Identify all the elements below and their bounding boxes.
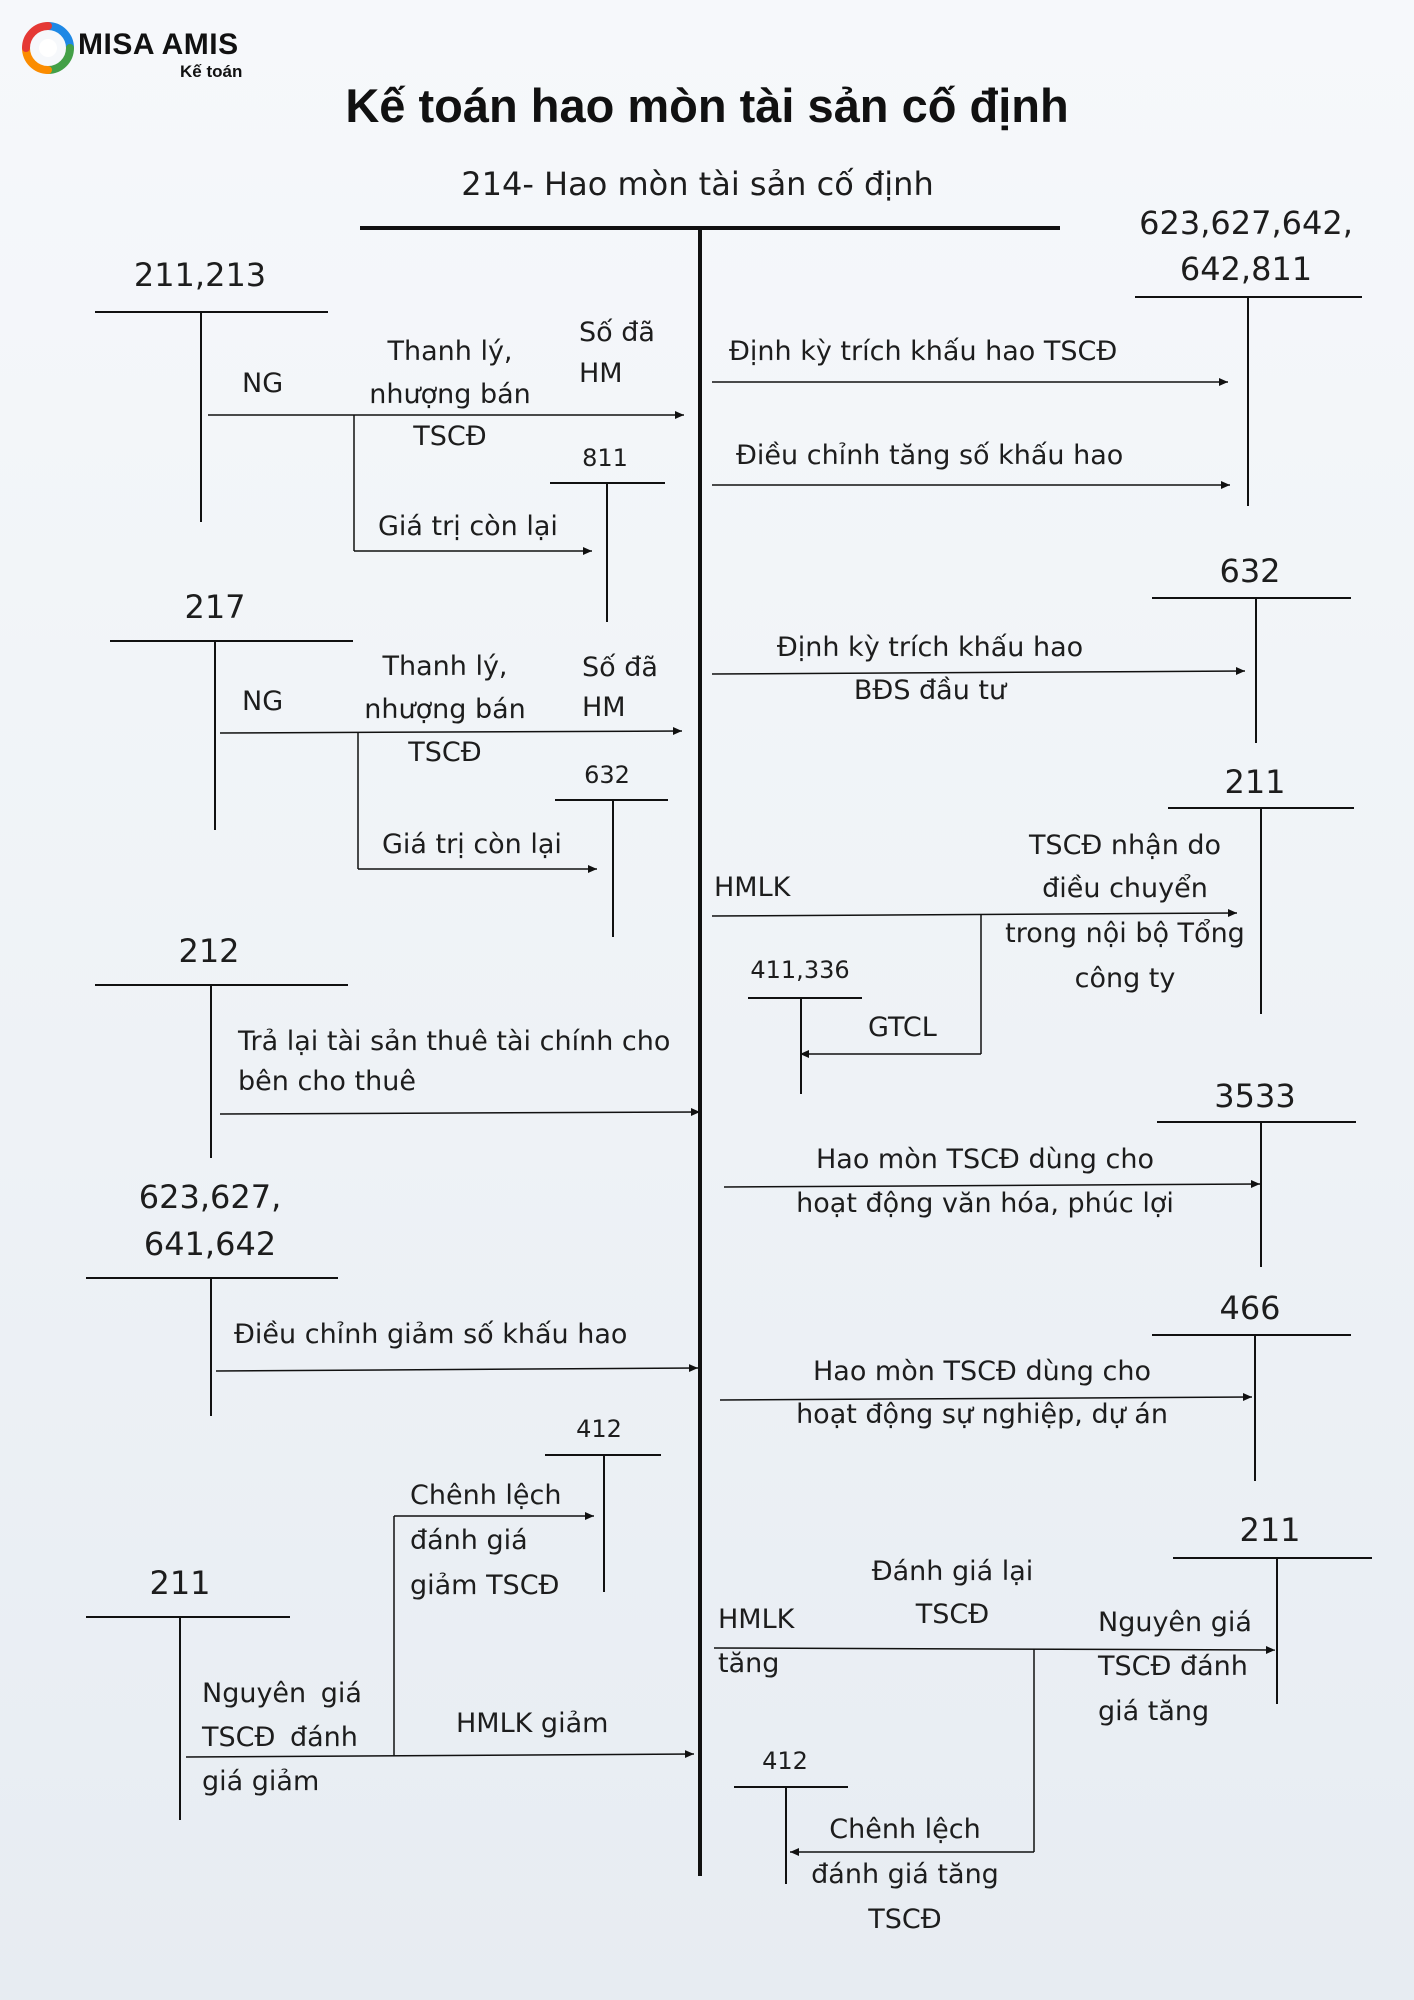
label-hmlk: HMLK bbox=[714, 872, 791, 903]
account-211-bottom-label: 211 bbox=[1239, 1511, 1301, 1549]
brand-logo: MISA AMIS Kế toán bbox=[22, 22, 282, 92]
brand-sub: Kế toán bbox=[180, 62, 243, 81]
arrow-hao-mon-su-nghiep bbox=[719, 1393, 1253, 1402]
arrow-hmlk bbox=[711, 909, 1238, 918]
label-hmlk-tang-line1: HMLK bbox=[718, 1604, 795, 1635]
label-hmlk-giam: HMLK giảm bbox=[456, 1708, 609, 1739]
account-3533-label: 3533 bbox=[1214, 1077, 1296, 1115]
label-hao-mon-su-nghiep-line1: Hao mòn TSCĐ dùng cho bbox=[812, 1356, 1151, 1387]
account-632-right-label: 632 bbox=[1219, 552, 1281, 590]
account-623-641-label-line1: 623,627, bbox=[138, 1178, 282, 1216]
label-nguyen-gia-tang-line3: giá tăng bbox=[1098, 1696, 1210, 1727]
label-nguyen-gia-giam-line1: Nguyên giá bbox=[202, 1678, 362, 1709]
account-212-label: 212 bbox=[178, 932, 240, 970]
label-thanh-ly-1-line2: nhượng bán bbox=[369, 379, 531, 410]
arrow-hao-mon-van-hoa bbox=[723, 1180, 1261, 1189]
label-danh-gia-lai-line2: TSCĐ bbox=[915, 1599, 990, 1630]
account-811-label: 811 bbox=[582, 444, 628, 472]
account-211-right-label: 211 bbox=[1224, 763, 1286, 801]
account-217-label: 217 bbox=[184, 588, 246, 626]
label-tscd-nhan-line4: công ty bbox=[1074, 963, 1176, 994]
label-so-da-hm-1-line1: Số đã bbox=[579, 317, 655, 348]
label-danh-gia-lai-line1: Đánh giá lại bbox=[871, 1556, 1034, 1587]
label-ng-2: NG bbox=[242, 686, 284, 717]
arrow-hmlk-tang bbox=[713, 1645, 1276, 1654]
label-tra-lai-line1: Trả lại tài sản thuê tài chính cho bbox=[238, 1026, 671, 1057]
label-nguyen-gia-giam-line2: TSCĐ đánh bbox=[202, 1722, 358, 1753]
label-hmlk-tang-line2: tăng bbox=[718, 1648, 780, 1679]
account-412-top-label: 412 bbox=[576, 1415, 622, 1443]
account-411-336-label: 411,336 bbox=[750, 956, 850, 984]
label-dinh-ky-bds-line2: BĐS đầu tư bbox=[853, 675, 1007, 706]
account-466-label: 466 bbox=[1219, 1289, 1281, 1327]
label-dieu-chinh-giam: Điều chỉnh giảm số khấu hao bbox=[234, 1319, 628, 1350]
misa-logo-icon bbox=[22, 22, 74, 74]
label-nguyen-gia-tang-line1: Nguyên giá bbox=[1098, 1607, 1252, 1638]
label-ng-1: NG bbox=[242, 368, 284, 399]
main-account-label: 214- Hao mòn tài sản cố định bbox=[461, 165, 934, 203]
arrow-tra-lai bbox=[219, 1108, 701, 1117]
label-hao-mon-van-hoa-line2: hoạt động văn hóa, phúc lợi bbox=[796, 1188, 1174, 1219]
label-chenh-lech-giam-line3: giảm TSCĐ bbox=[410, 1570, 560, 1601]
label-chenh-lech-giam-line2: đánh giá bbox=[410, 1525, 528, 1556]
label-tscd-nhan-line2: điều chuyển bbox=[1042, 873, 1208, 904]
arrow-ng-2 bbox=[219, 727, 683, 736]
account-211-213-label: 211,213 bbox=[133, 256, 267, 294]
arrow-dieu-chinh-giam bbox=[215, 1364, 699, 1373]
label-nguyen-gia-tang-line2: TSCĐ đánh bbox=[1098, 1651, 1248, 1682]
arrow-hmlk-giam bbox=[185, 1750, 695, 1759]
label-dieu-chinh-tang: Điều chỉnh tăng số khấu hao bbox=[736, 440, 1124, 471]
label-thanh-ly-2-line3: TSCĐ bbox=[408, 737, 482, 768]
account-623-811-label-line1: 623,627,642, bbox=[1139, 204, 1353, 242]
label-thanh-ly-2-line2: nhượng bán bbox=[364, 694, 526, 725]
label-thanh-ly-1-line3: TSCĐ bbox=[413, 421, 487, 452]
page-title: Kế toán hao mòn tài sản cố định bbox=[345, 79, 1069, 132]
label-tscd-nhan-line3: trong nội bộ Tổng bbox=[1005, 918, 1245, 949]
label-gtcl-1: Giá trị còn lại bbox=[378, 511, 558, 542]
label-chenh-lech-tang-line2: đánh giá tăng bbox=[811, 1859, 999, 1890]
account-412-bottom-label: 412 bbox=[762, 1747, 808, 1775]
label-chenh-lech-giam-line1: Chênh lệch bbox=[410, 1480, 562, 1511]
label-nguyen-gia-giam-line3: giá giảm bbox=[202, 1766, 320, 1797]
account-632-left-label: 632 bbox=[584, 761, 630, 789]
label-chenh-lech-tang-line3: TSCĐ bbox=[868, 1904, 942, 1935]
label-gtcl-2: Giá trị còn lại bbox=[382, 829, 562, 860]
label-tra-lai-line2: bên cho thuê bbox=[238, 1066, 416, 1097]
label-gtcl: GTCL bbox=[868, 1012, 937, 1043]
label-dinh-ky-tscd: Định kỳ trích khấu hao TSCĐ bbox=[729, 336, 1118, 367]
label-so-da-hm-2-line1: Số đã bbox=[582, 652, 658, 683]
label-dinh-ky-bds-line1: Định kỳ trích khấu hao bbox=[776, 632, 1084, 663]
account-623-641-label-line2: 641,642 bbox=[143, 1225, 277, 1263]
label-hao-mon-su-nghiep-line2: hoạt động sự nghiệp, dự án bbox=[796, 1399, 1168, 1430]
brand-name: MISA AMIS bbox=[78, 28, 239, 61]
label-chenh-lech-tang-line1: Chênh lệch bbox=[829, 1814, 981, 1845]
label-tscd-nhan-line1: TSCĐ nhận do bbox=[1028, 830, 1222, 861]
account-623-811-label-line2: 642,811 bbox=[1179, 250, 1313, 288]
label-thanh-ly-1-line1: Thanh lý, bbox=[387, 336, 513, 367]
label-hao-mon-van-hoa-line1: Hao mòn TSCĐ dùng cho bbox=[815, 1144, 1154, 1175]
arrow-dinh-ky-bds bbox=[711, 667, 1246, 676]
label-so-da-hm-2-line2: HM bbox=[582, 692, 626, 723]
account-211-left-label: 211 bbox=[149, 1564, 211, 1602]
label-so-da-hm-1-line2: HM bbox=[579, 358, 623, 389]
label-thanh-ly-2-line1: Thanh lý, bbox=[382, 651, 508, 682]
